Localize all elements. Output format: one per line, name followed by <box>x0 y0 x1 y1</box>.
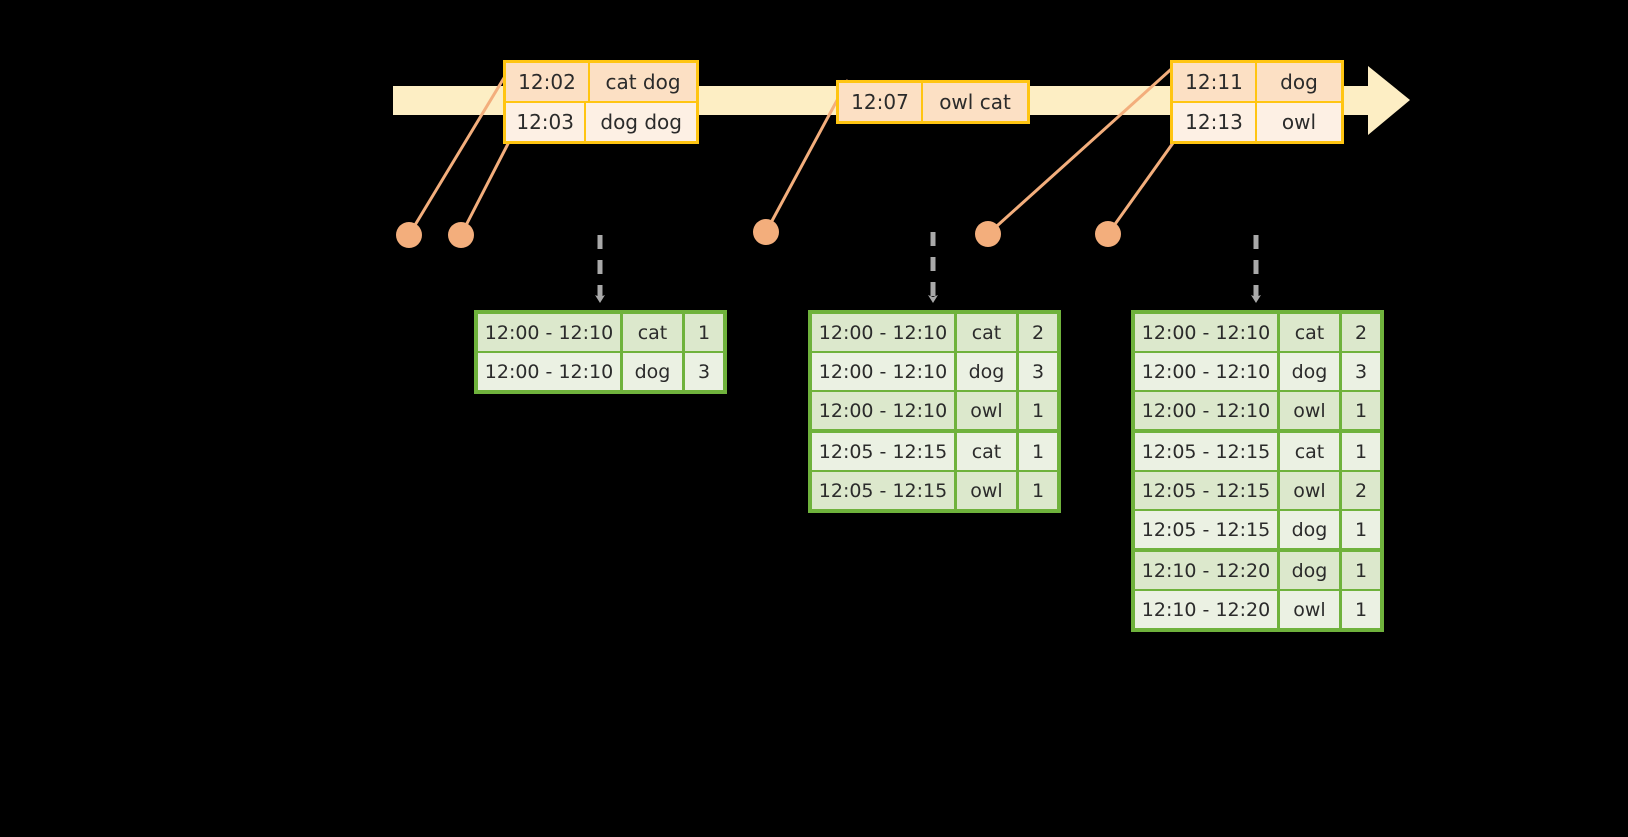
cell-window: 12:05 - 12:15 <box>1135 433 1280 470</box>
cell-window: 12:00 - 12:10 <box>1135 392 1280 429</box>
cell-key: dog <box>957 353 1019 390</box>
cell-key: dog <box>1280 552 1342 589</box>
result-group: 12:00 - 12:10 cat 2 12:00 - 12:10 dog 3 … <box>812 314 1057 429</box>
cell-key: owl <box>1280 472 1342 509</box>
result-table-3[interactable]: 12:00 - 12:10 cat 2 12:00 - 12:10 dog 3 … <box>1131 310 1384 632</box>
table-row[interactable]: 12:05 - 12:15 owl 1 <box>812 470 1057 509</box>
cell-window: 12:00 - 12:10 <box>478 353 623 390</box>
cell-window: 12:05 - 12:15 <box>812 433 957 470</box>
cell-key: cat <box>957 314 1019 351</box>
result-group: 12:05 - 12:15 cat 1 12:05 - 12:15 owl 1 <box>812 429 1057 509</box>
cell-key: dog <box>623 353 685 390</box>
cell-key: owl <box>1280 591 1342 628</box>
cell-window: 12:00 - 12:10 <box>1135 314 1280 351</box>
table-row[interactable]: 12:00 - 12:10 cat 2 <box>812 314 1057 351</box>
event-row[interactable]: 12:03 dog dog <box>506 101 696 141</box>
cell-key: dog <box>1280 511 1342 548</box>
cell-count: 3 <box>685 353 723 390</box>
event-payload: dog dog <box>600 110 682 134</box>
event-time: 12:11 <box>1173 63 1257 101</box>
cell-count: 1 <box>1019 472 1057 509</box>
result-group: 12:00 - 12:10 cat 1 12:00 - 12:10 dog 3 <box>478 314 723 390</box>
event-time: 12:03 <box>506 103 587 141</box>
cell-window: 12:05 - 12:15 <box>812 472 957 509</box>
event-dot-1211 <box>975 221 1001 247</box>
event-time: 12:13 <box>1173 103 1257 141</box>
cell-count: 2 <box>1342 314 1380 351</box>
cell-count: 1 <box>685 314 723 351</box>
result-table-2[interactable]: 12:00 - 12:10 cat 2 12:00 - 12:10 dog 3 … <box>808 310 1061 513</box>
event-row[interactable]: 12:07 owl cat <box>839 83 1027 121</box>
table-row[interactable]: 12:00 - 12:10 dog 3 <box>1135 351 1380 390</box>
dashed-arrows <box>595 232 1261 303</box>
event-box-1[interactable]: 12:02 cat dog 12:03 dog dog <box>503 60 699 144</box>
cell-count: 1 <box>1342 552 1380 589</box>
cell-key: cat <box>623 314 685 351</box>
cell-window: 12:00 - 12:10 <box>1135 353 1280 390</box>
result-table-1[interactable]: 12:00 - 12:10 cat 1 12:00 - 12:10 dog 3 <box>474 310 727 394</box>
cell-count: 2 <box>1019 314 1057 351</box>
event-dots <box>396 219 1121 248</box>
cell-key: owl <box>957 472 1019 509</box>
event-box-2[interactable]: 12:07 owl cat <box>836 80 1030 124</box>
cell-count: 1 <box>1019 392 1057 429</box>
event-payload: cat dog <box>605 70 681 94</box>
cell-key: dog <box>1280 353 1342 390</box>
cell-window: 12:05 - 12:15 <box>1135 472 1280 509</box>
table-row[interactable]: 12:05 - 12:15 cat 1 <box>812 433 1057 470</box>
table-row[interactable]: 12:05 - 12:15 owl 2 <box>1135 470 1380 509</box>
cell-key: cat <box>1280 314 1342 351</box>
table-row[interactable]: 12:10 - 12:20 dog 1 <box>1135 552 1380 589</box>
event-dot-1203 <box>448 222 474 248</box>
table-row[interactable]: 12:10 - 12:20 owl 1 <box>1135 589 1380 628</box>
event-time: 12:02 <box>506 63 590 101</box>
event-dot-1213 <box>1095 221 1121 247</box>
table-row[interactable]: 12:00 - 12:10 dog 3 <box>812 351 1057 390</box>
cell-window: 12:00 - 12:10 <box>478 314 623 351</box>
cell-window: 12:00 - 12:10 <box>812 392 957 429</box>
cell-count: 3 <box>1342 353 1380 390</box>
event-dot-1202 <box>396 222 422 248</box>
result-group: 12:00 - 12:10 cat 2 12:00 - 12:10 dog 3 … <box>1135 314 1380 429</box>
cell-key: cat <box>1280 433 1342 470</box>
cell-key: owl <box>957 392 1019 429</box>
event-row[interactable]: 12:11 dog <box>1173 63 1341 101</box>
cell-count: 1 <box>1342 511 1380 548</box>
event-payload: owl <box>1281 110 1317 134</box>
cell-count: 1 <box>1342 392 1380 429</box>
cell-count: 3 <box>1019 353 1057 390</box>
event-payload: owl cat <box>939 90 1011 114</box>
event-time: 12:07 <box>839 83 923 121</box>
cell-count: 2 <box>1342 472 1380 509</box>
cell-count: 1 <box>1342 433 1380 470</box>
table-row[interactable]: 12:05 - 12:15 cat 1 <box>1135 433 1380 470</box>
result-group: 12:05 - 12:15 cat 1 12:05 - 12:15 owl 2 … <box>1135 429 1380 548</box>
event-box-3[interactable]: 12:11 dog 12:13 owl <box>1170 60 1344 144</box>
event-row[interactable]: 12:02 cat dog <box>506 63 696 101</box>
event-row[interactable]: 12:13 owl <box>1173 101 1341 141</box>
table-row[interactable]: 12:00 - 12:10 owl 1 <box>1135 390 1380 429</box>
table-row[interactable]: 12:00 - 12:10 cat 1 <box>478 314 723 351</box>
table-row[interactable]: 12:00 - 12:10 cat 2 <box>1135 314 1380 351</box>
event-dot-1207 <box>753 219 779 245</box>
result-group: 12:10 - 12:20 dog 1 12:10 - 12:20 owl 1 <box>1135 548 1380 628</box>
cell-window: 12:00 - 12:10 <box>812 353 957 390</box>
cell-key: cat <box>957 433 1019 470</box>
cell-count: 1 <box>1019 433 1057 470</box>
cell-window: 12:10 - 12:20 <box>1135 591 1280 628</box>
table-row[interactable]: 12:00 - 12:10 dog 3 <box>478 351 723 390</box>
table-row[interactable]: 12:00 - 12:10 owl 1 <box>812 390 1057 429</box>
table-row[interactable]: 12:05 - 12:15 dog 1 <box>1135 509 1380 548</box>
event-payload: dog <box>1280 70 1318 94</box>
cell-window: 12:00 - 12:10 <box>812 314 957 351</box>
cell-window: 12:10 - 12:20 <box>1135 552 1280 589</box>
cell-window: 12:05 - 12:15 <box>1135 511 1280 548</box>
cell-key: owl <box>1280 392 1342 429</box>
cell-count: 1 <box>1342 591 1380 628</box>
